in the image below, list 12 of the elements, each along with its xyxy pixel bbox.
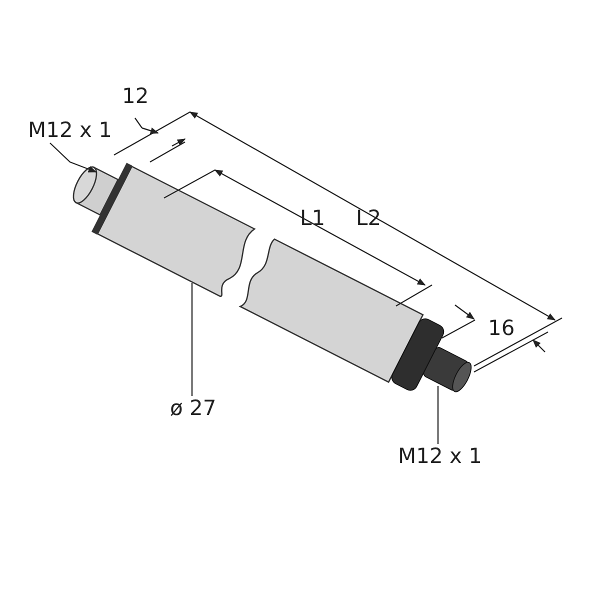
dimension-label: 16: [488, 318, 515, 339]
diameter-label: ø 27: [170, 398, 216, 419]
leader-line: [191, 283, 193, 396]
thread-size-label: M12 x 1: [28, 120, 112, 141]
dimension-label: L1: [300, 208, 326, 229]
leader-line: [50, 142, 97, 173]
thread-size-label: M12 x 1: [398, 446, 482, 467]
dimension-label: L2: [356, 208, 382, 229]
connector-plug: [388, 316, 472, 394]
leader-line: [437, 386, 439, 444]
sensor-body: [96, 166, 424, 383]
dimension-label: 12: [122, 86, 149, 107]
